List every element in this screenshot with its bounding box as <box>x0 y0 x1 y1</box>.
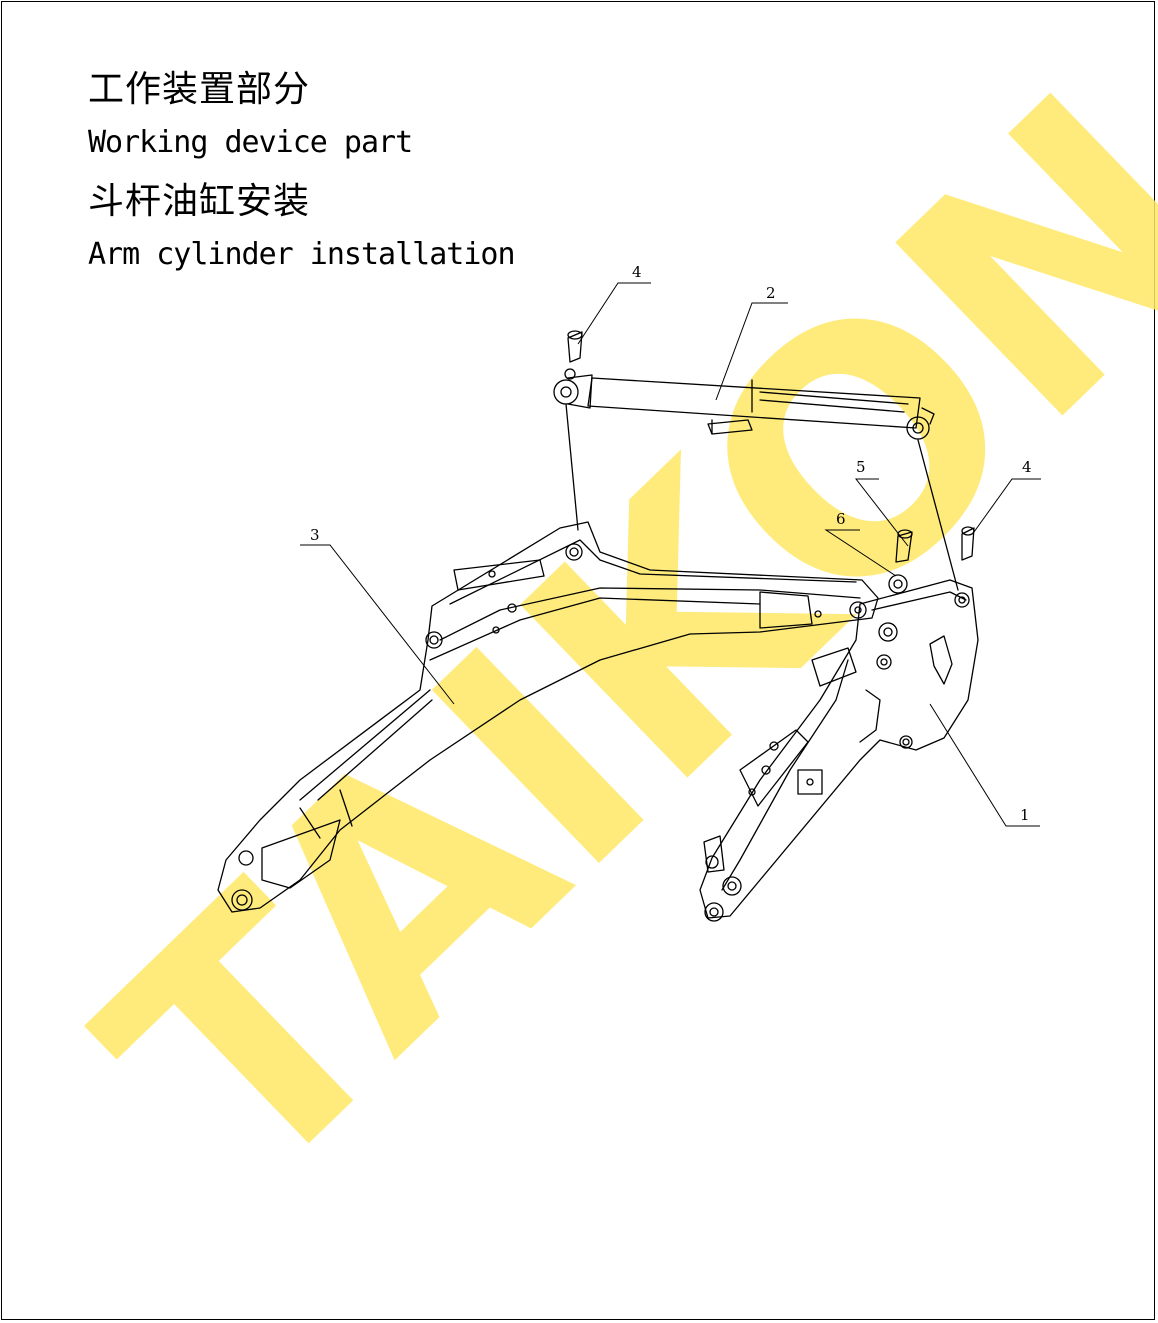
leader-lines <box>300 282 1041 827</box>
callout-1: 1 <box>1020 806 1030 824</box>
title-cn-sub: 斗杆油缸安装 <box>88 181 311 222</box>
callout-4-right: 4 <box>1022 458 1032 476</box>
boom <box>699 579 979 922</box>
assembly-line-right <box>917 439 959 591</box>
callout-4-left: 4 <box>632 263 642 281</box>
arm <box>217 521 879 913</box>
title-en-main: Working device part <box>88 125 413 160</box>
pin-5 <box>895 529 913 563</box>
title-en-sub: Arm cylinder installation <box>88 237 516 272</box>
callout-5: 5 <box>856 458 866 476</box>
pin-4-left <box>567 330 583 363</box>
pin-4-right <box>961 526 975 561</box>
bushing-6 <box>888 574 908 594</box>
callout-3: 3 <box>310 526 320 544</box>
callout-6: 6 <box>836 510 846 528</box>
callout-2: 2 <box>766 284 776 302</box>
title-cn-main: 工作装置部分 <box>88 69 311 110</box>
assembly-line-left <box>565 403 579 531</box>
